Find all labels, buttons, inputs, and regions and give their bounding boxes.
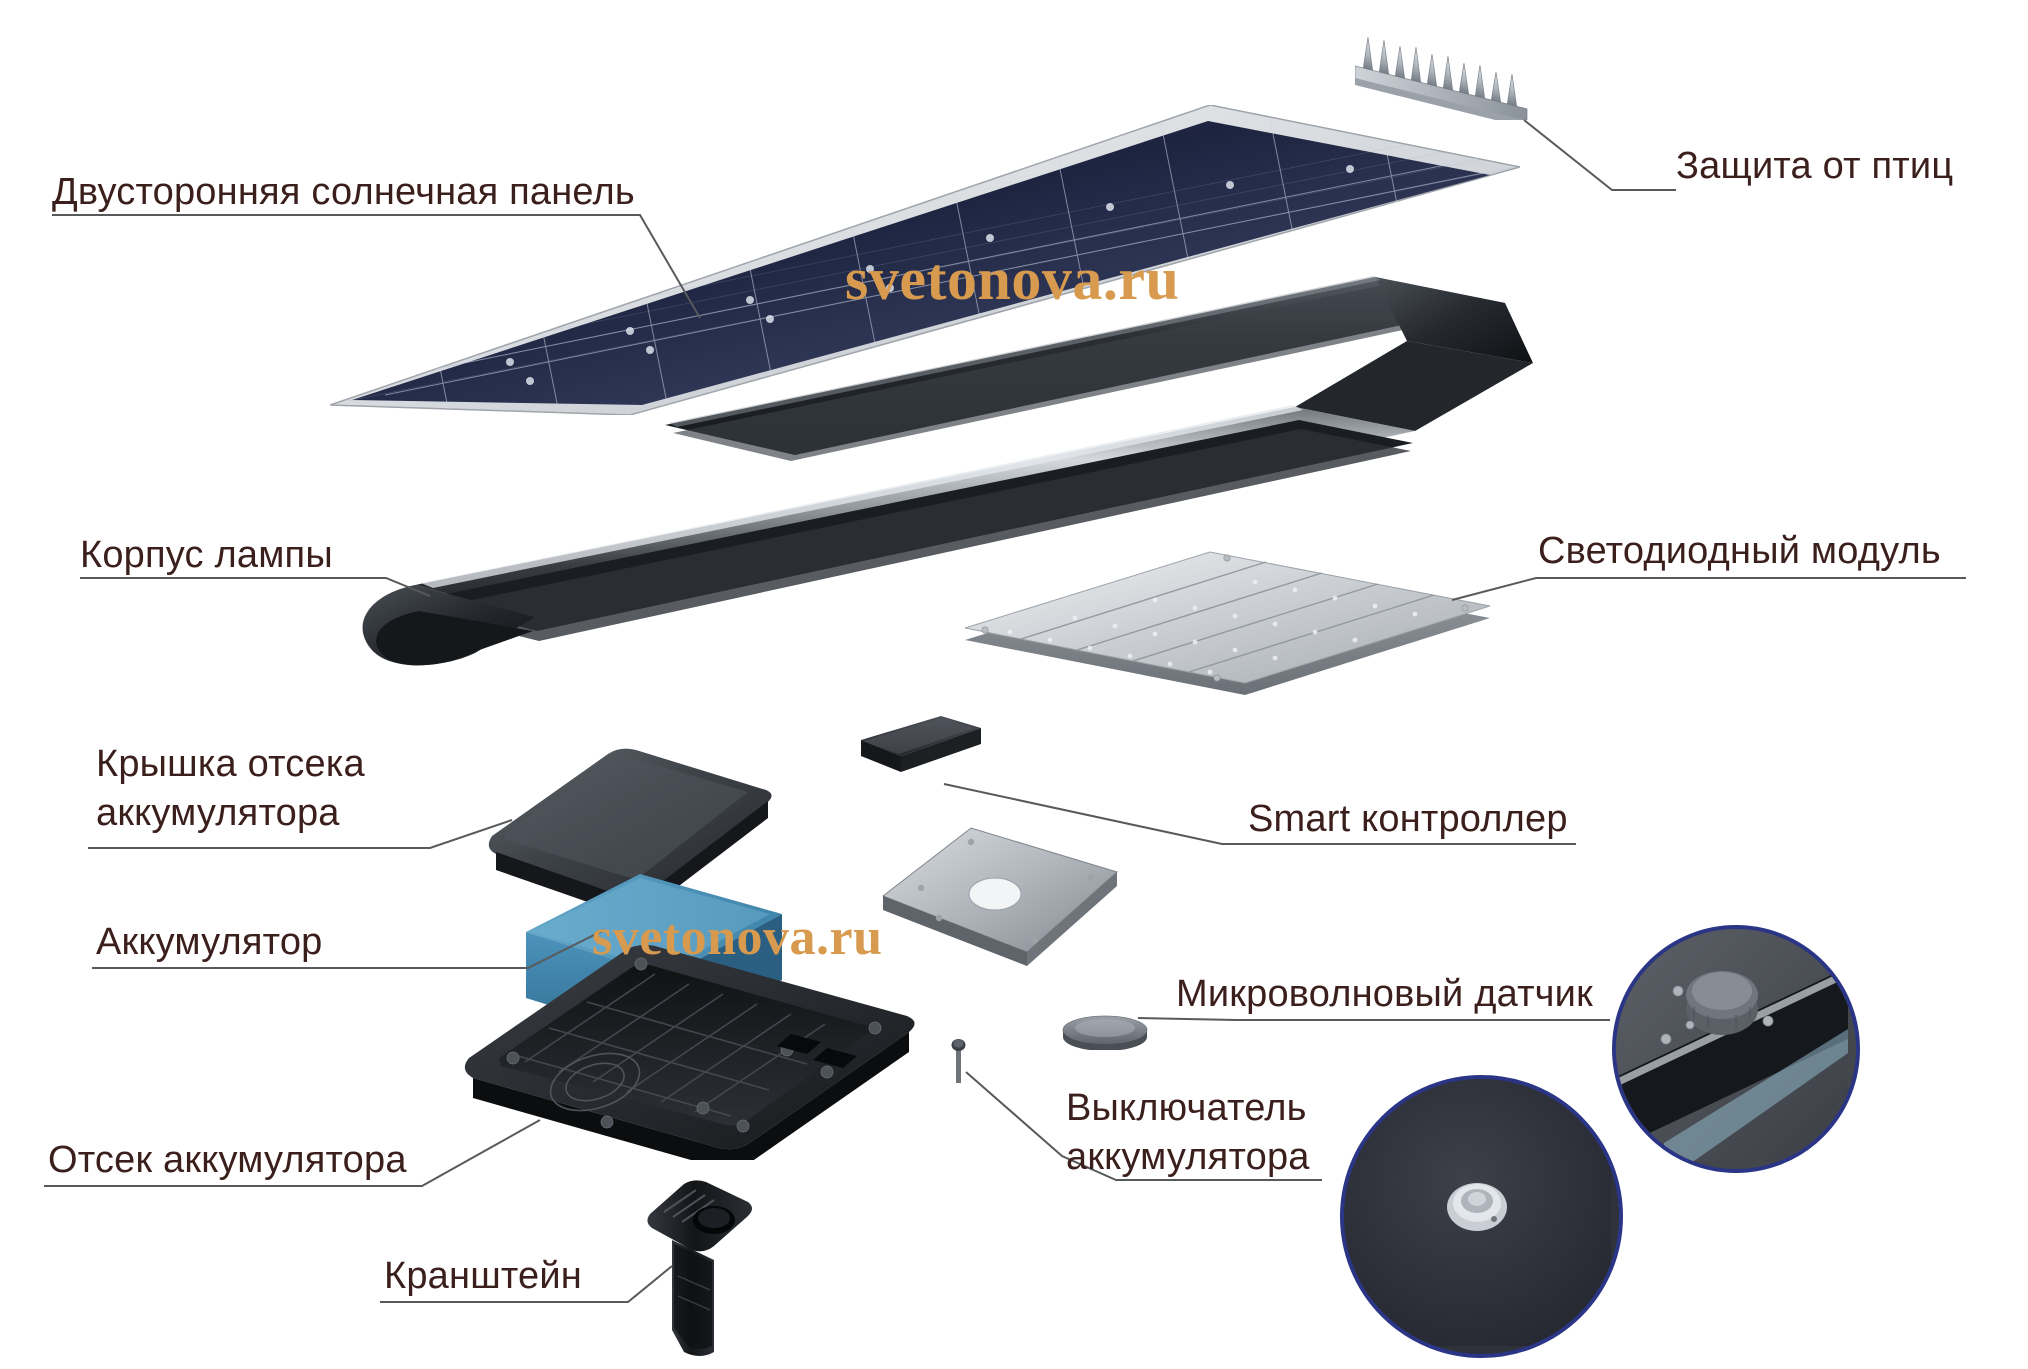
battery-compartment-part xyxy=(455,930,925,1170)
callout-label-microwave-sensor: Микроволновый датчик xyxy=(1176,973,1593,1015)
battery-switch-part xyxy=(948,1035,970,1085)
callout-label-battery: Аккумулятор xyxy=(96,921,323,963)
microwave-sensor-part xyxy=(1060,1010,1150,1051)
callout-label-lamp-housing: Корпус лампы xyxy=(80,534,333,576)
lamp-housing-part xyxy=(355,255,1555,725)
bird-protection-spikes-part xyxy=(1354,30,1575,128)
callout-label-smart-controller: Smart контроллер xyxy=(1248,798,1568,840)
microwave-sensor-inset xyxy=(1612,925,1860,1173)
solar-panel-part xyxy=(330,105,1520,415)
mounting-plate-part xyxy=(875,810,1125,985)
watermark-middle: svetonova.ru xyxy=(592,909,883,966)
callout-label-solar-panel: Двусторонняя солнечная панель xyxy=(52,171,635,213)
callout-label-led-module: Светодиодный модуль xyxy=(1538,530,1941,572)
smart-controller-part xyxy=(855,710,985,785)
callout-label-battery-cover: Крышка отсека аккумулятора xyxy=(96,743,365,834)
led-module-part xyxy=(955,490,1495,710)
mounting-bracket-part xyxy=(640,1180,760,1360)
callout-label-battery-bay: Отсек аккумулятора xyxy=(48,1139,407,1181)
watermark-top: svetonova.ru xyxy=(845,246,1180,312)
callout-label-battery-switch: Выключатель аккумулятора xyxy=(1066,1087,1310,1178)
battery-cover-part xyxy=(480,740,780,930)
callout-label-bracket: Кранштейн xyxy=(384,1255,582,1297)
battery-switch-inset xyxy=(1340,1075,1623,1358)
callout-label-bird-protection: Защита от птиц xyxy=(1676,145,1954,187)
